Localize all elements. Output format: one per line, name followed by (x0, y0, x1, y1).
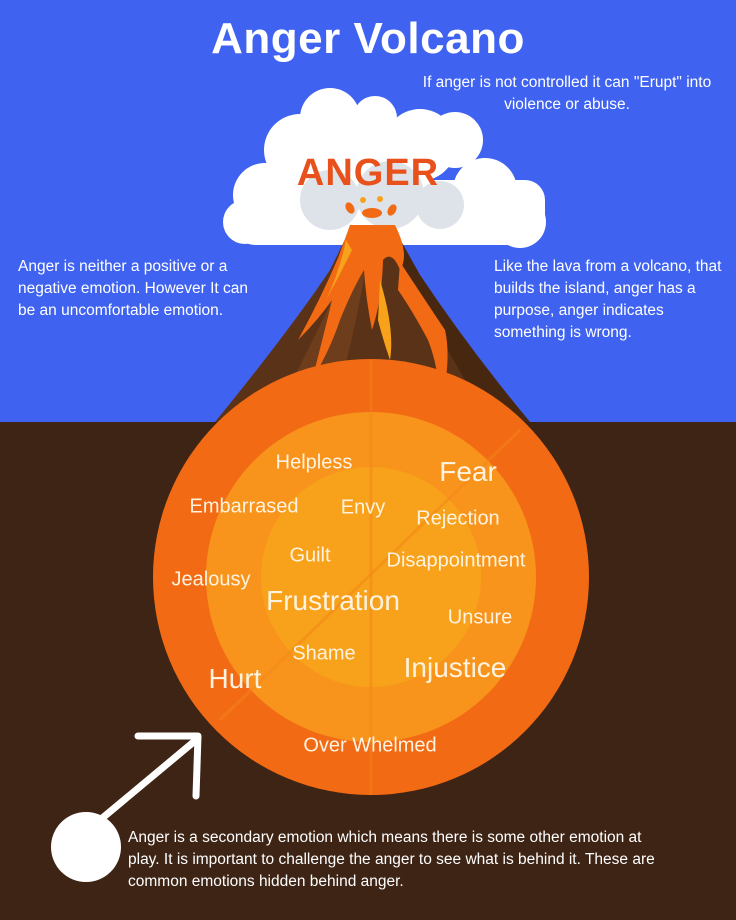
emotion-fear: Fear (439, 456, 497, 487)
emotion-shame: Shame (292, 642, 356, 665)
emotion-guilt: Guilt (289, 544, 331, 567)
emotion-embarrased: Embarrased (189, 495, 299, 518)
arrow-origin-circle (51, 812, 121, 882)
emotion-helpless: Helpless (275, 451, 353, 474)
emotion-envy: Envy (340, 496, 386, 519)
page-title: Anger Volcano (211, 14, 525, 63)
volcano-mountain (215, 196, 530, 422)
left-note: Anger is neither a positive or a negativ… (18, 258, 249, 319)
emotion-injustice: Injustice (403, 652, 507, 683)
bottom-note: Anger is a secondary emotion which means… (128, 829, 655, 890)
eruption-note: If anger is not controlled it can "Erupt… (422, 74, 712, 113)
magma-chamber (153, 359, 589, 795)
emotion-frustration: Frustration (266, 585, 400, 616)
emotion-rejection: Rejection (416, 507, 500, 530)
right-note: Like the lava from a volcano, that build… (494, 258, 722, 341)
emotion-jealousy: Jealousy (171, 568, 251, 591)
emotion-over-whelmed: Over Whelmed (303, 734, 437, 757)
emotion-hurt: Hurt (208, 663, 262, 694)
cloud-anger-label: ANGER (296, 152, 440, 194)
pointer-arrow (51, 732, 202, 882)
emotion-disappointment: Disappointment (386, 549, 526, 572)
emotion-unsure: Unsure (447, 606, 513, 629)
